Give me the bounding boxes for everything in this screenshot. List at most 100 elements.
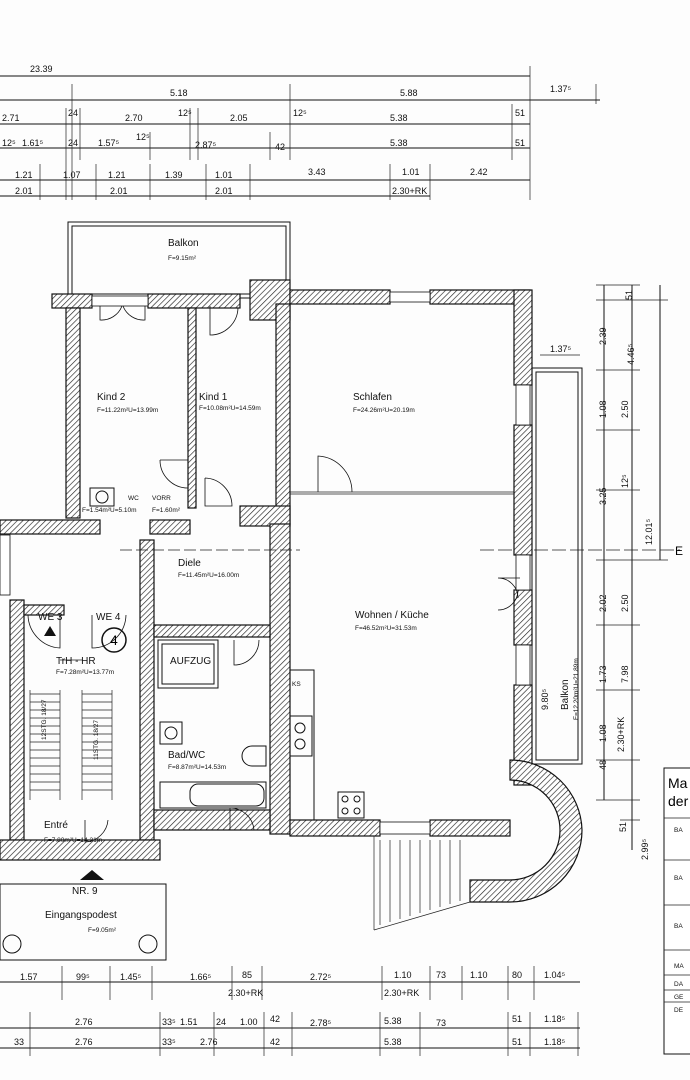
- dim-overall: 23.39: [30, 64, 53, 74]
- room-name: Kind 2: [97, 392, 126, 403]
- doors: [27, 305, 520, 843]
- room-name: Wohnen / Küche: [355, 610, 429, 621]
- dim-label: 1.61⁵: [22, 138, 44, 148]
- room-area: F=1.54m²U=5.10m: [82, 507, 137, 514]
- legend-title: der: [668, 793, 689, 809]
- section-marker: E: [675, 544, 683, 558]
- room-name: KS: [292, 681, 301, 688]
- dim-label: 42: [270, 1037, 280, 1047]
- handwritten-circle: [101, 627, 127, 653]
- dim-label: 1.18⁵: [544, 1037, 566, 1047]
- dim-label: 1.57⁵: [98, 138, 120, 148]
- stair-label-right: 11STG. 18/27: [93, 720, 100, 760]
- dim-label: 12⁵: [2, 138, 16, 148]
- room-name: Bad/WC: [168, 750, 205, 761]
- legend-row: MA: [674, 963, 684, 970]
- legend-box: Ma der BA BA BA MA DA GE DE: [663, 767, 690, 1055]
- room-name: Kind 1: [199, 392, 228, 403]
- dim-label: 24: [68, 138, 78, 148]
- entrance-podest: NR. 9 Eingangspodest F=9.05m²: [0, 870, 167, 961]
- room-name: WE 4: [96, 612, 121, 623]
- room-area: F=12.20m²U=21.89m: [573, 658, 580, 720]
- handwritten-mark: 4: [110, 632, 118, 648]
- dim-label: 1.10: [394, 970, 412, 980]
- dim-label: 2.70: [125, 113, 143, 123]
- room-area: F=9.05m²: [88, 927, 117, 934]
- dim-label: 85: [242, 970, 252, 980]
- dim-label: 80: [512, 970, 522, 980]
- dim-label: 2.01: [215, 186, 233, 196]
- room-name: Entré: [44, 820, 68, 831]
- dim-label: 12⁵: [136, 132, 150, 142]
- legend-row: BA: [674, 923, 683, 930]
- dim-label: 3.43: [308, 167, 326, 177]
- room-area: F=8.87m²U=14.53m: [168, 764, 226, 771]
- dim-label: 51: [512, 1037, 522, 1047]
- room-name: Balkon: [168, 238, 199, 249]
- dim-label: 1.10: [470, 970, 488, 980]
- dim-label: 1.57: [20, 972, 38, 982]
- dim-label: 33: [14, 1037, 24, 1047]
- room-name: VORR: [152, 495, 171, 502]
- stair-label-left: 12STG. 18/27: [41, 699, 48, 740]
- dim-label: 1.37⁵: [550, 344, 572, 354]
- dim-label: 51: [512, 1014, 522, 1024]
- dim-label: 2.50: [620, 400, 630, 418]
- room-labels: Kind 2 F=11.22m²U=13.99m Kind 1 F=10.08m…: [38, 392, 429, 844]
- dim-label: 24: [216, 1017, 226, 1027]
- room-name: Eingangspodest: [45, 910, 117, 921]
- elevator: [157, 639, 219, 689]
- dim-label: 5.88: [400, 88, 418, 98]
- legend-row: DE: [674, 1007, 684, 1014]
- stairs: 12STG. 18/27 11STG. 18/27: [29, 659, 113, 800]
- dim-label: 51: [515, 108, 525, 118]
- room-area: F=11.45m²U=16.00m: [178, 572, 239, 579]
- dim-label: 99⁵: [76, 972, 90, 982]
- top-dimension-chains: 23.39 5.18 5.88 1.37⁵ 2.71 24 2.70 12⁵ 2…: [0, 64, 600, 200]
- windows: [0, 291, 531, 835]
- room-name: TrH - HR: [56, 656, 96, 667]
- building-number: NR. 9: [72, 886, 98, 897]
- bottom-dimension-chains: 1.57 99⁵ 1.45⁵ 1.66⁵ 85 2.30+RK 2.72⁵ 1.…: [0, 966, 580, 1056]
- dim-label: 5.38: [390, 138, 408, 148]
- dim-label: 1.73: [598, 665, 608, 683]
- room-area: F=7.80m²U=14.21m: [44, 837, 102, 844]
- room-name: WC: [128, 495, 139, 502]
- dim-label: 2.01: [110, 186, 128, 196]
- dim-label: 51: [624, 290, 634, 300]
- legend-row: BA: [674, 827, 683, 834]
- kitchen: KS: [289, 669, 365, 821]
- walls: [0, 279, 583, 903]
- dim-label: 5.38: [384, 1037, 402, 1047]
- dim-label: 2.72⁵: [310, 972, 332, 982]
- dim-label: 2.76: [75, 1017, 93, 1027]
- dim-label: 1.08: [598, 400, 608, 418]
- room-name: WE 3: [38, 612, 63, 623]
- dim-label: 5.18: [170, 88, 188, 98]
- dim-label: 5.38: [384, 1016, 402, 1026]
- right-dimension-chain: 1.37⁵ 51 2.39 4.46⁵ 1.08 2.50 12⁵ 3.25 1…: [480, 284, 683, 860]
- room-area: F=1.60m²: [152, 507, 181, 514]
- bath-fixtures: [89, 487, 267, 809]
- legend-title: Ma: [668, 775, 688, 791]
- dim-label: 5.38: [390, 113, 408, 123]
- dim-label: 2.39: [598, 327, 608, 345]
- dim-label: 4.46⁵: [626, 343, 636, 365]
- dim-label: 2.76: [75, 1037, 93, 1047]
- dim-label: 73: [436, 1018, 446, 1028]
- dim-label: 2.30+RK: [392, 186, 427, 196]
- dim-label: 1.04⁵: [544, 970, 566, 980]
- dim-label: 2.30+RK: [384, 988, 419, 998]
- legend-row: DA: [674, 981, 684, 988]
- dim-label: 51: [515, 138, 525, 148]
- dim-label: 12⁵: [293, 108, 307, 118]
- dim-label: 12.01⁵: [644, 518, 654, 545]
- dim-label: 1.21: [15, 170, 33, 180]
- dim-label: 1.08: [598, 724, 608, 742]
- right-balcony: Balkon F=12.20m²U=21.89m: [531, 367, 583, 765]
- entrance-steps: [373, 836, 471, 931]
- dim-label: 1.01: [215, 170, 233, 180]
- dim-label: 2.05: [230, 113, 248, 123]
- dim-label: 42: [270, 1014, 280, 1024]
- dim-label: 73: [436, 970, 446, 980]
